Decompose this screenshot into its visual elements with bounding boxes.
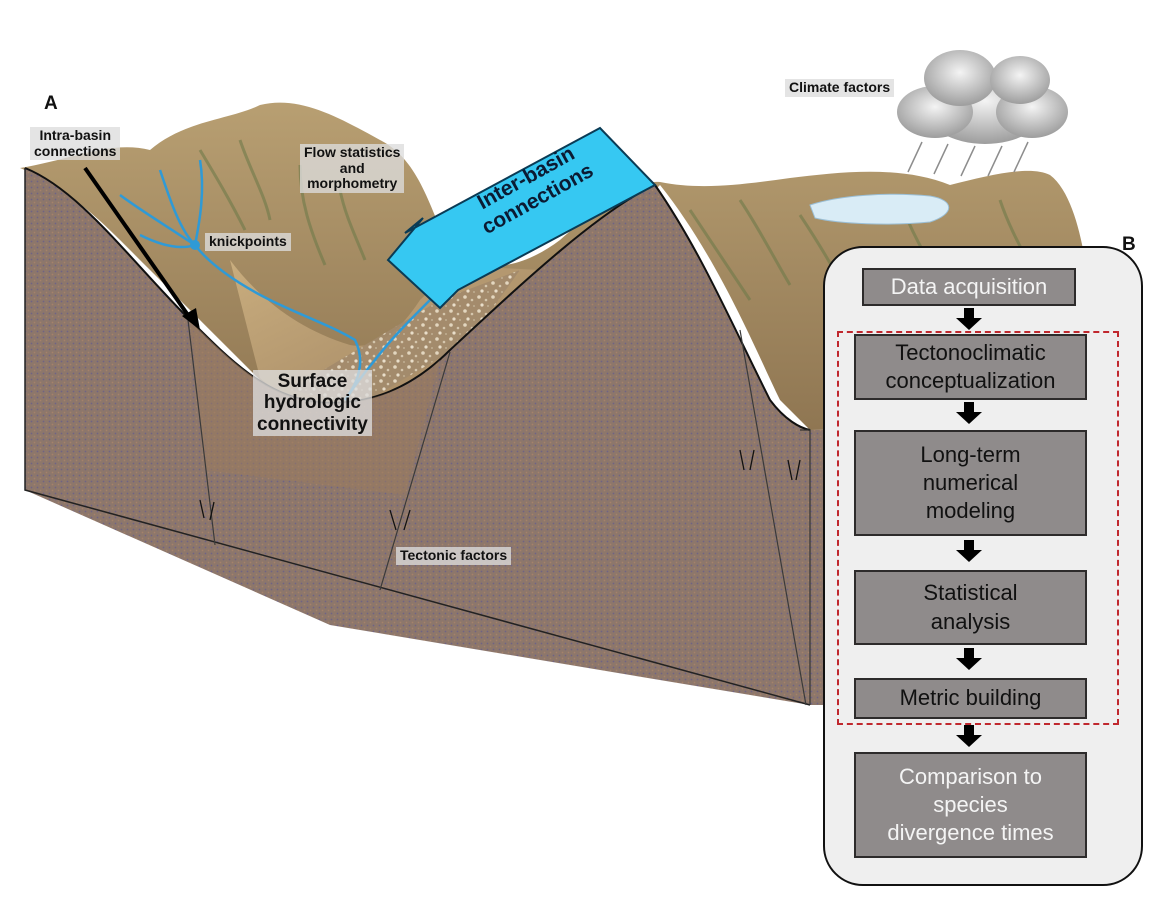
- modeling-group-outline: [837, 331, 1119, 725]
- panel-a-letter: A: [44, 93, 58, 114]
- climate-factors-label: Climate factors: [785, 79, 895, 97]
- river-network: [119, 159, 431, 401]
- inter-basin-arrow: [386, 126, 657, 310]
- panel-b-letter: B: [1122, 234, 1136, 255]
- knickpoints-label: knickpoints: [205, 233, 291, 251]
- step-metric-building: Metric building: [854, 678, 1087, 719]
- intra-basin-arrow: [83, 166, 200, 330]
- tectonic-factors-label: Tectonic factors: [396, 547, 512, 565]
- climate-cloud-icon: [897, 50, 1068, 177]
- step-data-acquisition: Data acquisition: [862, 268, 1076, 306]
- knickpoint-marker: [190, 240, 200, 250]
